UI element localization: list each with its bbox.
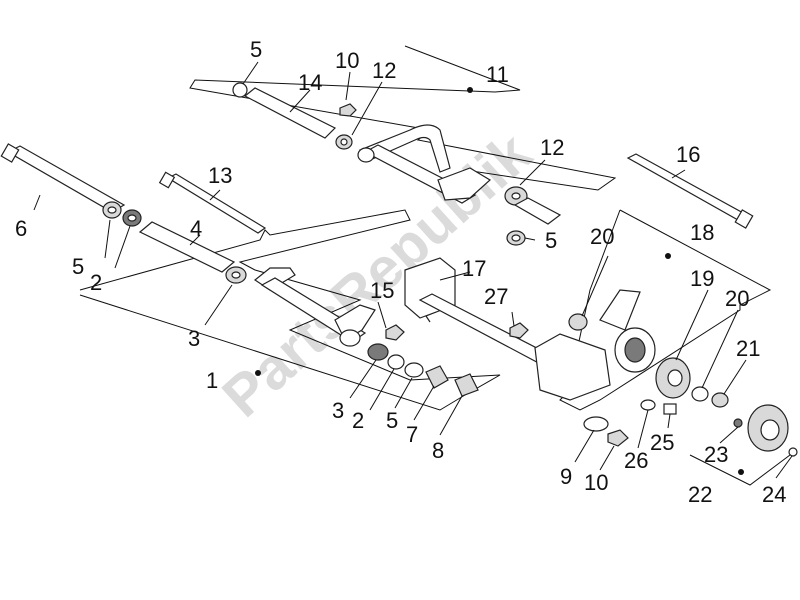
part-3-bushing-left	[225, 266, 247, 284]
label-part-18: 18	[690, 220, 714, 245]
part-24-screw	[788, 447, 798, 457]
part-9-washer	[583, 416, 609, 432]
label-part-12: 12	[372, 58, 396, 83]
label-part-24: 24	[762, 482, 786, 507]
label-part-2: 2	[90, 270, 102, 295]
group-dot-1	[255, 370, 261, 376]
part-5-washer-left	[102, 201, 122, 219]
label-part-3: 3	[188, 326, 200, 351]
label-part-5: 5	[250, 37, 262, 62]
part-4-sleeve	[138, 221, 236, 273]
part-10-nut-upper	[339, 103, 357, 117]
part-10-nut-lower	[607, 429, 629, 447]
label-part-10: 10	[584, 470, 608, 495]
part-18-mount-housing	[599, 289, 656, 373]
part-11-upper-bracket	[357, 124, 492, 204]
label-part-3: 3	[332, 398, 344, 423]
label-part-8: 8	[432, 438, 444, 463]
label-part-10: 10	[335, 48, 359, 73]
label-part-1: 1	[206, 368, 218, 393]
label-part-17: 17	[462, 256, 486, 281]
label-part-27: 27	[484, 284, 508, 309]
group-bracket-22	[689, 454, 791, 486]
part-20-bushing-left	[568, 313, 588, 331]
part-1-swing-arm	[253, 267, 376, 347]
label-part-5: 5	[72, 254, 84, 279]
label-part-4: 4	[190, 216, 202, 241]
watermark: PartsRepublik	[210, 120, 544, 430]
part-14-sleeve	[232, 82, 337, 139]
part-2-washer-lower	[387, 354, 405, 370]
part-19-bushing	[655, 357, 691, 399]
label-part-6: 6	[15, 216, 27, 241]
label-part-12: 12	[540, 135, 564, 160]
part-23-screw	[733, 418, 743, 428]
label-part-23: 23	[704, 442, 728, 467]
callout-labels: 5 10 14 12 11 12 16 13 4 6 5 2 5 20 18 1…	[15, 37, 786, 507]
label-part-16: 16	[676, 142, 700, 167]
label-part-7: 7	[406, 422, 418, 447]
label-part-21: 21	[736, 336, 760, 361]
label-part-22: 22	[688, 482, 712, 507]
part-25-bolt	[663, 403, 677, 415]
part-16-bolt	[626, 153, 754, 229]
label-part-20: 20	[590, 224, 614, 249]
part-21-washer	[711, 392, 729, 408]
part-8-nut-lower	[454, 373, 479, 397]
part-3-bushing-lower	[367, 343, 389, 361]
label-part-25: 25	[650, 430, 674, 455]
label-part-2: 2	[352, 408, 364, 433]
label-part-20: 20	[725, 286, 749, 311]
part-20-bushing-right	[691, 386, 709, 402]
label-part-13: 13	[208, 163, 232, 188]
part-15-nut	[385, 324, 405, 341]
label-part-14: 14	[298, 70, 322, 95]
part-5-washer-lower	[404, 362, 424, 378]
part-7-bushing-lower	[425, 365, 449, 389]
part-5-spacer-right	[506, 197, 562, 246]
part-27-nut	[509, 322, 529, 339]
part-6-long-bolt	[0, 143, 126, 213]
group-dot-11	[467, 87, 473, 93]
part-12-washer-upper	[335, 134, 353, 150]
label-part-19: 19	[690, 266, 714, 291]
part-lower-bracket	[534, 333, 611, 401]
label-part-15: 15	[370, 278, 394, 303]
leader-lines	[33, 61, 793, 479]
label-part-26: 26	[624, 448, 648, 473]
part-26-washer	[640, 399, 656, 411]
group-dot-22	[738, 469, 744, 475]
part-center-bracket-plate	[404, 257, 562, 369]
part-22-cap	[747, 404, 789, 452]
label-part-9: 9	[560, 464, 572, 489]
label-part-5: 5	[545, 228, 557, 253]
group-dot-18	[665, 253, 671, 259]
part-2-bushing-left	[122, 209, 142, 227]
group-bracket-18	[559, 209, 772, 411]
label-part-5: 5	[386, 408, 398, 433]
part-13-bolt	[158, 171, 267, 234]
label-part-11: 11	[486, 62, 509, 87]
